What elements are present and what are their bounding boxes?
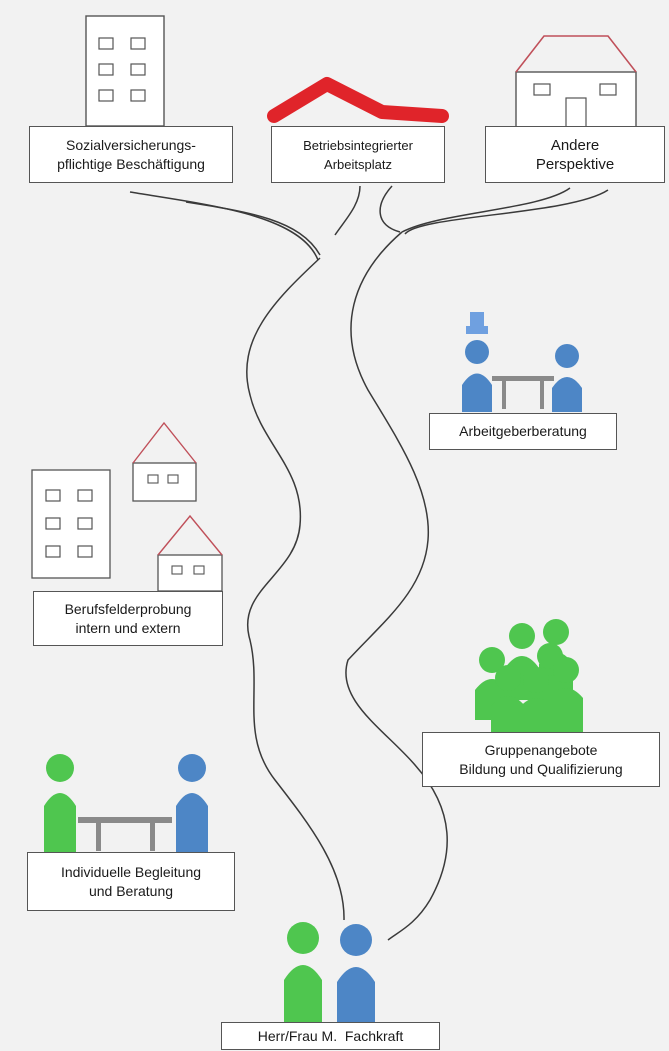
- label-fachkraft-line1: Herr/Frau M. Fachkraft: [257, 1027, 404, 1044]
- label-berufsfelderprobung-line1: Berufsfelderprobung: [64, 600, 192, 617]
- label-gruppenangebote-line1: Gruppenangebote: [484, 741, 598, 758]
- label-sozialversicherung-line1: Sozialversicherungs-: [66, 136, 196, 153]
- label-andere-perspektive-line1: Andere: [550, 136, 600, 154]
- label-berufsfelderprobung: Berufsfelderprobung intern und extern: [33, 591, 223, 646]
- buildings-cluster-icon: [31, 421, 223, 592]
- label-gruppenangebote: Gruppenangebote Bildung und Qualifizieru…: [422, 732, 660, 787]
- label-sozialversicherung: Sozialversicherungs- pflichtige Beschäft…: [29, 126, 233, 183]
- house-icon: [515, 35, 637, 131]
- group-people-icon: [475, 619, 583, 732]
- office-building-icon: [85, 15, 165, 127]
- label-berufsfelderprobung-line2: intern und extern: [75, 619, 181, 636]
- label-individuelle-begleitung-line2: und Beratung: [88, 882, 174, 899]
- employer-meeting-icon: [462, 312, 582, 412]
- label-betriebsintegriert-line1: Betriebsintegrierter: [303, 137, 413, 153]
- label-gruppenangebote-line2: Bildung und Qualifizierung: [459, 760, 623, 777]
- career-path: [129, 185, 609, 941]
- label-andere-perspektive: Andere Perspektive: [485, 126, 665, 183]
- label-betriebsintegriert-line2: Arbeitsplatz: [324, 156, 392, 172]
- label-arbeitgeberberatung: Arbeitgeberberatung: [429, 413, 617, 450]
- label-sozialversicherung-line2: pflichtige Beschäftigung: [57, 155, 205, 172]
- red-roof-icon: [267, 77, 449, 123]
- label-fachkraft: Herr/Frau M. Fachkraft: [221, 1022, 440, 1050]
- two-persons-icon: [284, 922, 375, 1024]
- label-arbeitgeberberatung-line1: Arbeitgeberberatung: [459, 423, 587, 439]
- label-andere-perspektive-line2: Perspektive: [535, 155, 615, 173]
- label-individuelle-begleitung-line1: Individuelle Begleitung: [60, 863, 202, 880]
- label-individuelle-begleitung: Individuelle Begleitung und Beratung: [27, 852, 235, 911]
- label-betriebsintegriert: Betriebsintegrierter Arbeitsplatz: [271, 126, 445, 183]
- counseling-table-icon: [44, 754, 208, 852]
